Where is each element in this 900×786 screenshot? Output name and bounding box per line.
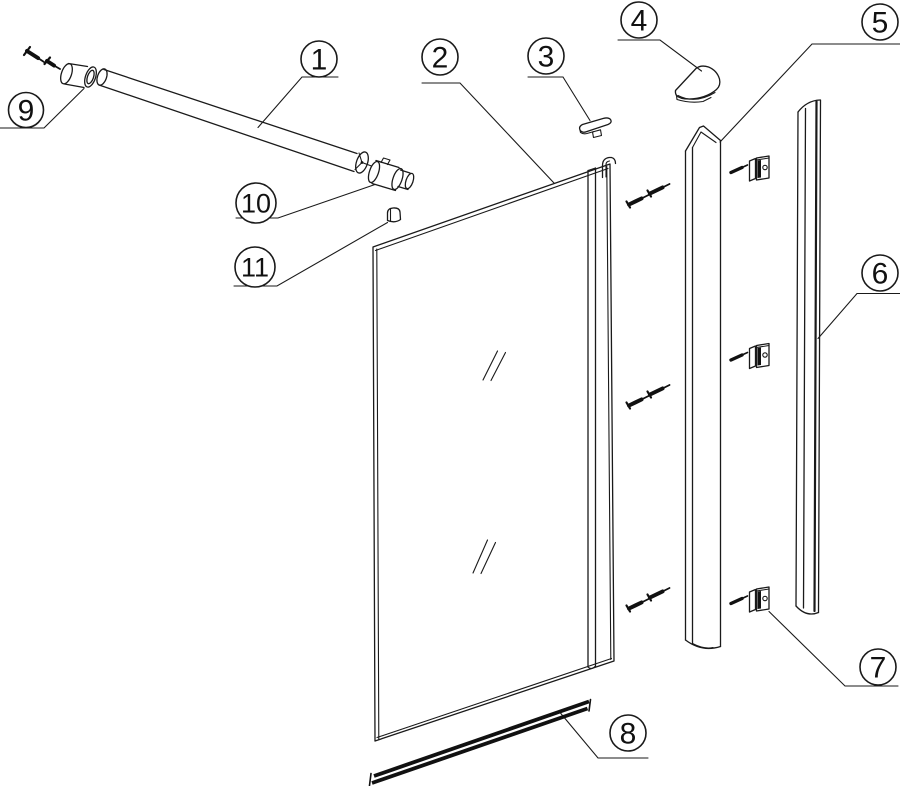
glass-reflection-marks xyxy=(472,350,507,575)
wall-brackets xyxy=(729,155,770,613)
bar-end-sleeve xyxy=(60,62,97,89)
callout-5: 5 xyxy=(861,3,899,41)
cover-cap xyxy=(386,207,402,223)
callout-4-label: 4 xyxy=(631,5,648,38)
callout-4: 4 xyxy=(620,1,658,39)
callout-8: 8 xyxy=(609,714,647,752)
glass-clip xyxy=(578,117,612,139)
callout-7: 7 xyxy=(859,648,897,686)
callout-5-label: 5 xyxy=(872,7,889,40)
callout-2-label: 2 xyxy=(432,42,449,75)
callout-1-label: 1 xyxy=(311,44,328,77)
bar-wall-fitting xyxy=(367,157,415,192)
support-bar xyxy=(96,68,373,174)
callout-11: 11 xyxy=(234,246,276,288)
callout-6-label: 6 xyxy=(872,258,889,291)
callout-10-label: 10 xyxy=(241,189,271,219)
sleeve-screws xyxy=(22,45,61,70)
bottom-seal-strip xyxy=(368,698,592,786)
callout-3-label: 3 xyxy=(538,41,555,74)
wall-bracket xyxy=(748,155,770,182)
wall-profile xyxy=(684,125,722,650)
callout-1: 1 xyxy=(300,40,338,78)
glass-edge-profile xyxy=(587,167,597,670)
callout-11-label: 11 xyxy=(241,253,269,283)
callout-10: 10 xyxy=(235,182,277,224)
wall-seal-strip xyxy=(795,99,822,615)
mounting-screws xyxy=(625,183,671,613)
callout-9-label: 9 xyxy=(18,95,35,128)
callout-2: 2 xyxy=(421,38,459,76)
top-hook-bracket xyxy=(601,156,617,179)
callouts: 1 2 3 4 5 6 7 8 xyxy=(7,1,899,752)
glass-panel xyxy=(372,163,615,742)
tube-end-spokes xyxy=(354,152,373,171)
callout-9: 9 xyxy=(7,91,45,129)
wall-bracket xyxy=(748,586,770,613)
wall-bracket xyxy=(748,342,770,370)
callout-6: 6 xyxy=(861,254,899,292)
profile-top-cap xyxy=(674,65,721,103)
callout-3: 3 xyxy=(527,37,565,75)
callout-8-label: 8 xyxy=(620,718,637,751)
callout-7-label: 7 xyxy=(870,652,887,685)
